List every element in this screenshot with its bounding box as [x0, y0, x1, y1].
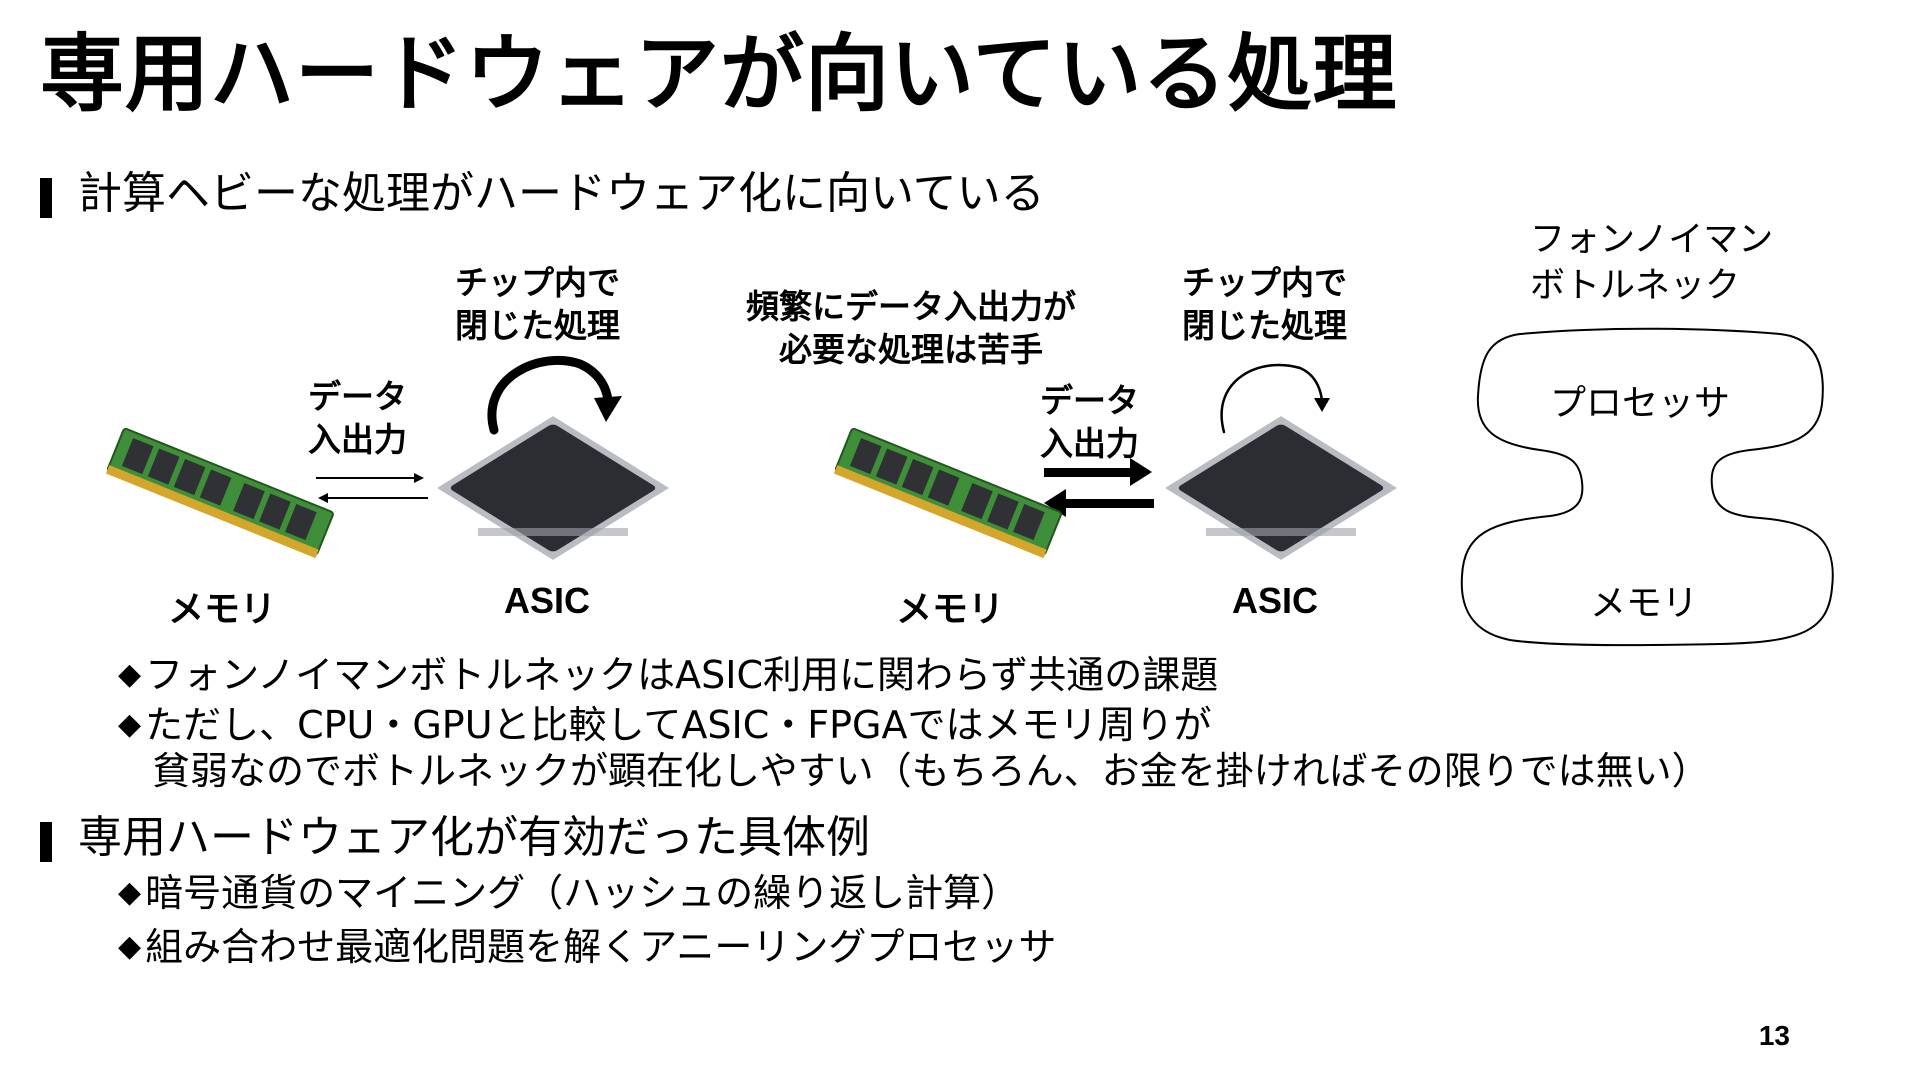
right-chip-closed-label: チップ内で 閉じた処理	[1182, 263, 1347, 345]
section-heading-text: 専用ハードウェア化が有効だった具体例	[78, 812, 870, 863]
left-memory-module-icon	[105, 427, 334, 559]
bullet-item: ◆暗号通貨のマイニング（ハッシュの繰り返し計算）	[118, 871, 1020, 915]
right-frequent-io-weakness-label: 頻繁にデータ入出力が 必要な処理は苦手	[746, 287, 1076, 369]
right-asic-label: ASIC	[1232, 580, 1319, 621]
left-asic-label: ASIC	[504, 580, 591, 621]
diamond-bullet-icon: ◆	[118, 929, 142, 964]
right-memory-module-icon	[833, 427, 1062, 559]
left-io-arrows-icon	[316, 473, 428, 503]
left-asic-chip-icon	[437, 416, 669, 560]
page-number: 13	[1758, 1020, 1790, 1051]
neumann-memory-label: メモリ	[1590, 583, 1699, 624]
left-memory-label: メモリ	[168, 589, 277, 630]
neumann-bottleneck-diagram	[1460, 327, 1834, 647]
bullet-item: ◆フォンノイマンボトルネックはASIC利用に関わらず共通の課題	[118, 653, 1219, 697]
diamond-bullet-icon: ◆	[118, 657, 142, 692]
section-heading-hardware-suited: 計算ヘビーな処理がハードウェア化に向いている	[40, 168, 1045, 221]
bullet-item: ◆ただし、CPU・GPUと比較してASIC・FPGAではメモリ周りが	[118, 703, 1212, 747]
left-chip-closed-label: チップ内で 閉じた処理	[455, 263, 620, 345]
right-data-io-label: データ 入出力	[1040, 381, 1139, 463]
right-asic-chip-icon	[1165, 416, 1397, 560]
section-heading-text: 計算ヘビーな処理がハードウェア化に向いている	[78, 168, 1045, 219]
section-heading-examples: 専用ハードウェア化が有効だった具体例	[40, 812, 870, 865]
right-io-arrows-icon	[1044, 458, 1154, 517]
left-data-io-label: データ 入出力	[308, 377, 407, 459]
page-title: 専用ハードウェアが向いている処理	[40, 25, 1398, 123]
bullet-item: ◆組み合わせ最適化問題を解くアニーリングプロセッサ	[118, 925, 1057, 969]
neumann-processor-label: プロセッサ	[1550, 383, 1731, 424]
neumann-bottleneck-title: フォンノイマン ボトルネック	[1530, 220, 1774, 306]
left-loop-arrow-icon	[487, 355, 622, 435]
diamond-bullet-icon: ◆	[118, 707, 142, 742]
right-loop-arrow-icon	[1220, 363, 1330, 434]
diamond-bullet-icon: ◆	[118, 875, 142, 910]
right-memory-label: メモリ	[896, 589, 1005, 630]
bullet-item-continuation: 貧弱なのでボトルネックが顕在化しやすい（もちろん、お金を掛ければその限りでは無い…	[152, 749, 1710, 793]
